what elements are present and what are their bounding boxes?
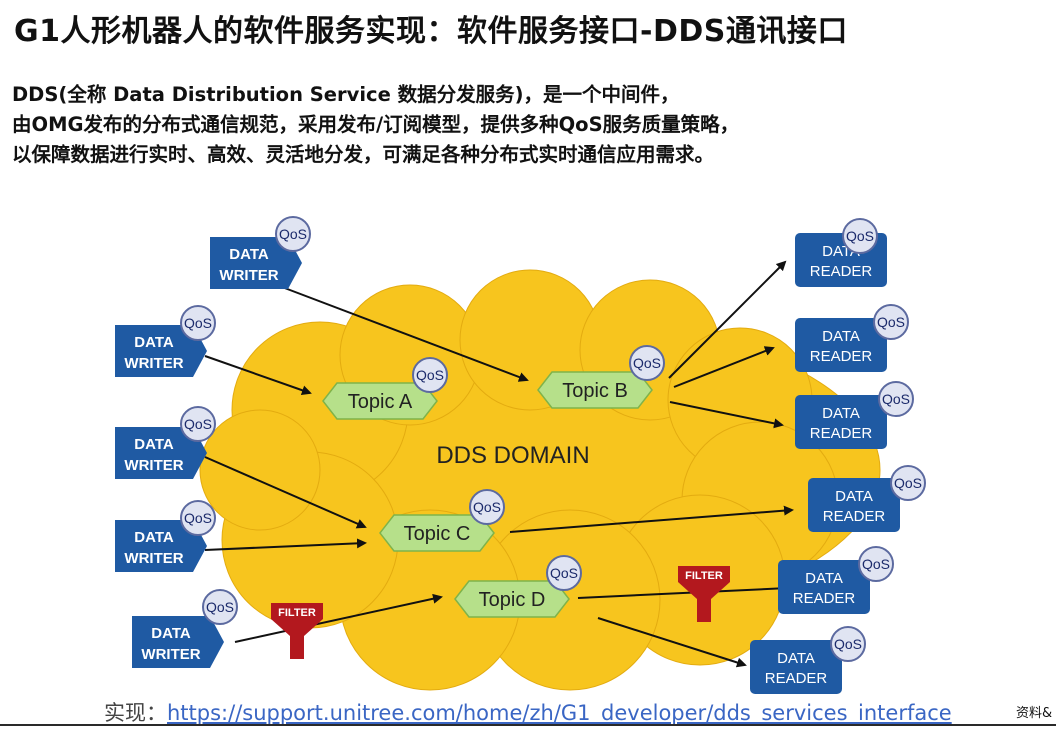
qos-label: QoS	[184, 416, 212, 432]
description-line: 由OMG发布的分布式通信规范，采用发布/订阅模型，提供多种QoS服务质量策略，	[12, 113, 740, 136]
arrow	[204, 355, 312, 396]
source-link[interactable]: https://support.unitree.com/home/zh/G1_d…	[167, 701, 952, 725]
reader-label-line: READER	[810, 425, 873, 442]
qos-badge: QoS	[629, 345, 665, 381]
topic-label: Topic C	[404, 523, 471, 545]
qos-badge: QoS	[830, 626, 866, 662]
qos-badge: QoS	[469, 489, 505, 525]
description: DDS(全称 Data Distribution Service 数据分发服务)…	[12, 80, 1042, 170]
description-line: 以保障数据进行实时、高效、灵活地分发，可满足各种分布式实时通信应用需求。	[12, 143, 715, 166]
arrow	[234, 593, 443, 643]
reader-label-line: READER	[810, 348, 873, 365]
reader-label-line: READER	[823, 508, 886, 525]
qos-badge: QoS	[412, 357, 448, 393]
data-reader: DATA READER QoS	[795, 304, 909, 372]
qos-label: QoS	[894, 475, 922, 491]
qos-badge: QoS	[890, 465, 926, 501]
writer-label-line: WRITER	[219, 267, 278, 284]
writer-label-line: WRITER	[124, 550, 183, 567]
filter-label: FILTER	[685, 570, 723, 582]
qos-label: QoS	[206, 599, 234, 615]
filter-funnel: FILTER	[271, 603, 323, 659]
qos-label: QoS	[862, 556, 890, 572]
qos-label: QoS	[834, 636, 862, 652]
qos-badge: QoS	[858, 546, 894, 582]
qos-badge: QoS	[180, 406, 216, 442]
reader-label-line: READER	[765, 670, 828, 687]
arrow	[204, 538, 367, 551]
writer-label-line: DATA	[134, 334, 174, 351]
reader-label-line: READER	[810, 263, 873, 280]
qos-label: QoS	[633, 355, 661, 371]
writer-label-line: DATA	[151, 625, 191, 642]
footer-label: 实现：	[104, 701, 167, 725]
qos-label: QoS	[877, 314, 905, 330]
bottom-rule	[0, 724, 1056, 726]
writer-label-line: WRITER	[124, 355, 183, 372]
writer-label-line: DATA	[134, 436, 174, 453]
data-reader: DATA READER QoS	[778, 546, 894, 614]
qos-badge: QoS	[180, 305, 216, 341]
dds-domain-label: DDS DOMAIN	[436, 442, 589, 469]
data-reader: DATA READER QoS	[808, 465, 926, 532]
qos-badge: QoS	[873, 304, 909, 340]
qos-label: QoS	[882, 391, 910, 407]
qos-badge: QoS	[842, 218, 878, 254]
qos-label: QoS	[279, 226, 307, 242]
topic-label: Topic B	[562, 380, 628, 402]
data-reader: DATA READER QoS	[750, 626, 866, 694]
footer-note: 资料&	[1016, 706, 1053, 721]
writer-label-line: WRITER	[141, 646, 200, 663]
description-line: DDS(全称 Data Distribution Service 数据分发服务)…	[12, 83, 680, 106]
data-writer: DATA WRITER QoS	[132, 589, 238, 668]
page-title: G1人形机器人的软件服务实现：软件服务接口-DDS通讯接口	[14, 14, 848, 49]
qos-label: QoS	[846, 228, 874, 244]
arrow	[597, 617, 747, 668]
qos-label: QoS	[184, 315, 212, 331]
qos-badge: QoS	[275, 216, 311, 252]
reader-label-line: DATA	[822, 328, 860, 345]
footer: 实现：https://support.unitree.com/home/zh/G…	[104, 697, 952, 727]
qos-badge: QoS	[180, 500, 216, 536]
qos-label: QoS	[184, 510, 212, 526]
topic-label: Topic D	[479, 589, 546, 611]
reader-label-line: DATA	[805, 570, 843, 587]
writer-label-line: WRITER	[124, 457, 183, 474]
qos-badge: QoS	[202, 589, 238, 625]
arrow	[281, 286, 529, 382]
reader-label-line: DATA	[777, 650, 815, 667]
reader-label-line: READER	[793, 590, 856, 607]
arrow	[509, 505, 794, 533]
reader-label-line: DATA	[822, 405, 860, 422]
qos-label: QoS	[550, 565, 578, 581]
arrow	[668, 260, 787, 379]
arrow	[673, 346, 775, 388]
data-writer: DATA WRITER QoS	[210, 216, 311, 289]
arrow	[577, 583, 790, 599]
arrows	[204, 260, 794, 668]
qos-label: QoS	[473, 499, 501, 515]
writer-label-line: DATA	[229, 246, 269, 263]
topic-label: Topic A	[348, 391, 413, 413]
qos-badge: QoS	[546, 555, 582, 591]
data-reader: DATA READER QoS	[795, 381, 914, 449]
topic-node: Topic B QoS	[537, 345, 665, 409]
data-writer: DATA WRITER QoS	[115, 500, 216, 572]
filter-funnel: FILTER	[678, 566, 730, 622]
arrow	[204, 456, 367, 529]
qos-label: QoS	[416, 367, 444, 383]
data-writer: DATA WRITER QoS	[115, 406, 216, 479]
filter-label: FILTER	[278, 607, 316, 619]
writer-label-line: DATA	[134, 529, 174, 546]
arrow	[669, 401, 784, 429]
qos-badge: QoS	[878, 381, 914, 417]
reader-label-line: DATA	[835, 488, 873, 505]
data-writer: DATA WRITER QoS	[115, 305, 216, 377]
